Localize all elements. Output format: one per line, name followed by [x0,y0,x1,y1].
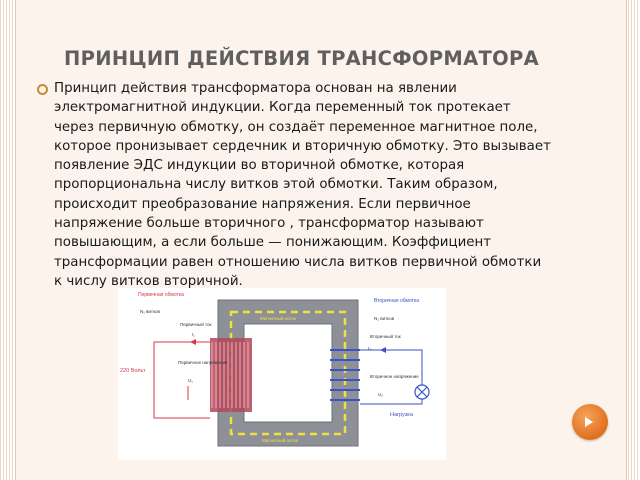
label-primary-current-symbol: I₁ [192,332,195,337]
label-secondary-turns: N₂ витков [374,316,395,321]
next-slide-button[interactable] [572,404,608,440]
circle-bullet-icon [37,84,48,95]
slide-body-text: Принцип действия трансформатора основан … [54,81,551,289]
primary-circuit-wire [153,341,210,419]
label-secondary-current: Вторичный ток [370,333,401,339]
transformer-diagram: Первичная обмотка N₁ витков Первичный то… [118,288,446,460]
next-arrow-icon [585,417,593,427]
slide-title: ПРИНЦИП ДЕЙСТВИЯ ТРАНСФОРМАТОРА [64,47,539,70]
left-edge-decoration [0,0,15,480]
label-primary-voltage: Первичное напряжение [178,360,228,365]
core-window [243,323,333,423]
label-primary-winding: Первичная обмотка [138,292,184,298]
label-flux-bottom: Магнитный поток [262,437,298,443]
label-load: Нагрузка [390,412,414,418]
label-secondary-winding: Вторичная обмотка [374,298,419,304]
transformer-svg: Первичная обмотка N₁ витков Первичный то… [120,292,430,447]
label-secondary-voltage: Вторичное напряжение [370,374,419,379]
label-flux-top: Магнитный поток [260,315,296,321]
label-source-voltage: 220 Вольт [120,368,146,374]
label-primary-turns: N₁ витков [140,309,161,314]
secondary-circuit-wire [360,349,423,405]
label-primary-current: Первичный ток [180,321,211,327]
label-primary-voltage-symbol: U₁ [188,378,193,383]
primary-coil [210,338,252,412]
label-secondary-current-symbol: I₂ [368,346,371,351]
secondary-coil [330,349,360,401]
right-edge-decoration [625,0,640,480]
label-secondary-voltage-symbol: U₂ [378,392,383,397]
